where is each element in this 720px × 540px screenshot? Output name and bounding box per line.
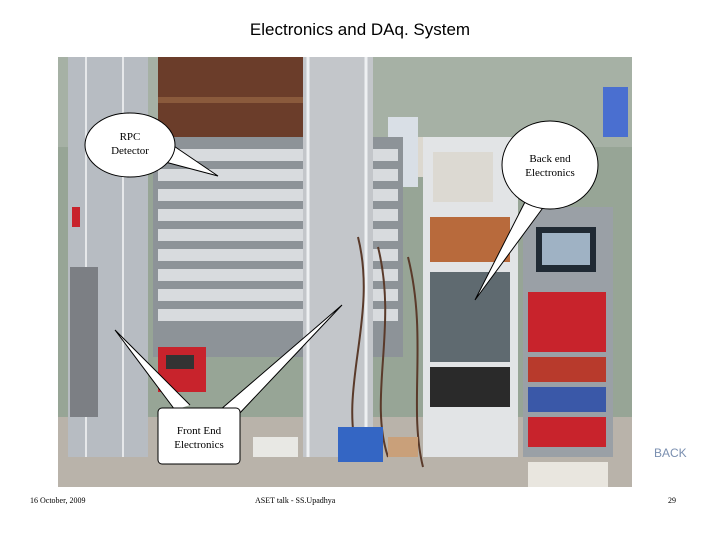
lab-photo-drawing	[58, 57, 632, 487]
frontend-callout-pointer-right	[219, 304, 343, 416]
frontend-callout-line1: Front End	[176, 425, 222, 437]
back-link[interactable]: BACK	[654, 446, 687, 460]
rpc-callout-bubble	[84, 112, 176, 178]
backend-electronics-callout: Back end Electronics	[505, 152, 595, 180]
frontend-callout-box	[157, 407, 241, 465]
backend-callout-bubble	[501, 120, 599, 210]
frontend-electronics-callout: Front End Electronics	[160, 424, 238, 452]
frontend-callout-line2: Electronics	[174, 439, 224, 451]
rpc-detector-callout: RPC Detector	[90, 130, 170, 158]
rpc-callout-line1: RPC	[119, 131, 141, 143]
frontend-callout-pointer-left	[114, 329, 191, 411]
footer-page-number: 29	[668, 496, 676, 505]
backend-callout-pointer	[474, 199, 546, 301]
rpc-callout-line2: Detector	[111, 145, 149, 157]
footer-date: 16 October, 2009	[30, 496, 86, 505]
lab-photo	[58, 57, 632, 487]
backend-callout-line2: Electronics	[525, 167, 575, 179]
slide-title: Electronics and DAq. System	[249, 20, 471, 39]
backend-callout-line1: Back end	[529, 153, 571, 165]
footer-talk: ASET talk - SS.Upadhya	[255, 496, 336, 505]
